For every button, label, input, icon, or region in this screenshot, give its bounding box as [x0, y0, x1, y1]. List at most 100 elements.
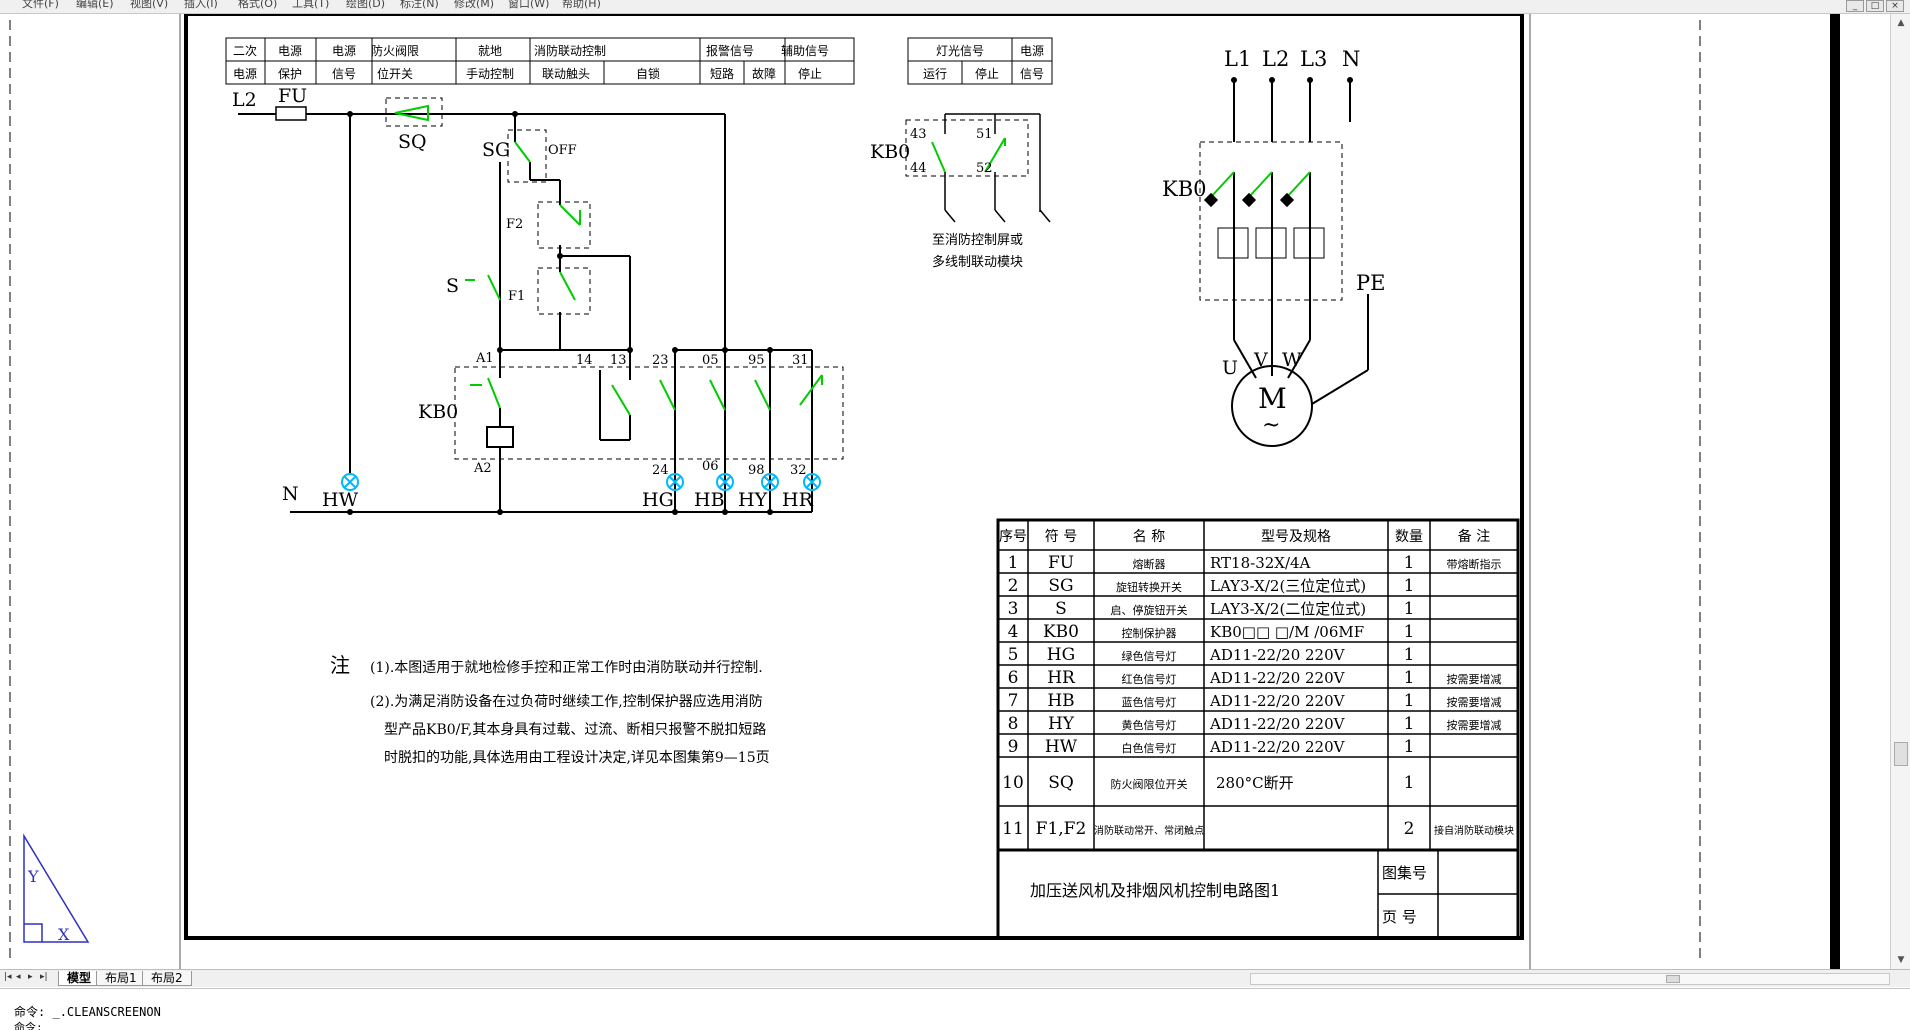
bom-cell-no: 6: [1008, 668, 1019, 688]
table-row: 5 HG 绿色信号灯 AD11-22/20 220V 1: [1008, 645, 1415, 665]
term-51: 51: [976, 127, 993, 142]
main-circuit: [1217, 80, 1369, 447]
bom-cell-qty: 1: [1404, 553, 1415, 573]
tab-model[interactable]: 模型: [58, 971, 101, 986]
term-43: 43: [910, 127, 927, 142]
command-input-prompt: 命令:: [14, 1021, 43, 1030]
menu-window[interactable]: 窗口(W): [508, 0, 550, 10]
term-23: 23: [652, 353, 669, 368]
bom-cell-symbol: HG: [1047, 645, 1075, 665]
horizontal-scrollbar[interactable]: [1250, 973, 1890, 985]
command-input-line[interactable]: 命令:: [14, 1019, 43, 1030]
menu-modify[interactable]: 修改(M): [454, 0, 495, 10]
label-sg: SG: [482, 139, 510, 161]
tab-layout2[interactable]: 布局2: [142, 971, 192, 986]
bom-cell-qty: 1: [1404, 668, 1415, 688]
header-table-2: [907, 37, 1053, 85]
menu-tools[interactable]: 工具(T): [292, 0, 330, 10]
page-number-label: 页 号: [1382, 908, 1417, 926]
bom-cell-name: 蓝色信号灯: [1122, 695, 1177, 709]
bom-cell-symbol: SG: [1048, 576, 1073, 596]
bom-cell-qty: 1: [1404, 645, 1415, 665]
bom-rows: 1 FU 熔断器 RT18-32X/4A 1 带熔断指示 2 SG 旋钮转换开关…: [1002, 553, 1514, 839]
control-circuit: [238, 106, 813, 513]
first-tab-icon[interactable]: |◂: [4, 972, 12, 982]
bom-cell-qty: 1: [1404, 691, 1415, 711]
ucs-y-label: Y: [27, 867, 39, 886]
ht2-r2-c3: 信号: [1020, 67, 1044, 81]
vertical-scroll-thumb[interactable]: [1894, 742, 1908, 766]
bom-cell-spec: AD11-22/20 220V: [1209, 738, 1346, 756]
label-l2-main: L2: [1262, 47, 1289, 71]
next-tab-icon[interactable]: ▸: [28, 972, 33, 982]
bom-cell-note: 按需要增减: [1447, 718, 1502, 732]
last-tab-icon[interactable]: ▸|: [40, 972, 48, 982]
ht1-r1-c5: 就地: [478, 44, 502, 58]
bom-cell-spec: KB0□□ □/M /06MF: [1210, 623, 1364, 641]
tab-layout1[interactable]: 布局1: [96, 971, 146, 986]
label-w: W: [1282, 349, 1302, 371]
ht1-r1-c2: 电源: [278, 44, 302, 58]
aux-note-1: 至消防控制屏或: [932, 232, 1023, 248]
bom-cell-qty: 2: [1404, 819, 1415, 839]
motor-label: M: [1258, 382, 1287, 415]
label-l1: L1: [1224, 47, 1251, 71]
bom-cell-qty: 1: [1404, 599, 1415, 619]
menu-file[interactable]: 文件(F): [22, 0, 59, 10]
scroll-up-icon[interactable]: ▲: [1897, 18, 1905, 28]
drawing-canvas[interactable]: 二次 电源 电源 防火阀限 就地 消防联动控制 报警信号 辅助信号 电源 保护 …: [0, 14, 1890, 969]
ht1-r2-c8: 短路: [710, 66, 734, 81]
control-dashed-boxes: [385, 97, 844, 460]
menu-help[interactable]: 帮助(H): [562, 0, 601, 10]
term-13: 13: [610, 353, 627, 368]
menu-dimension[interactable]: 标注(N): [400, 0, 439, 10]
bom-cell-name: 旋钮转换开关: [1116, 580, 1182, 594]
table-row: 10 SQ 防火阀限位开关 280°C断开 1: [1002, 773, 1414, 793]
bom-header-qty: 数量: [1395, 529, 1423, 545]
ht1-r1-c8: 辅助信号: [781, 44, 829, 58]
term-14: 14: [576, 353, 593, 368]
bom-cell-name: 消防联动常开、常闭触点: [1094, 824, 1204, 837]
label-u: U: [1222, 357, 1238, 379]
bom-cell-symbol: FU: [1048, 553, 1074, 573]
minimize-button[interactable]: _: [1846, 0, 1864, 12]
term-24: 24: [652, 463, 669, 478]
scroll-down-icon[interactable]: ▼: [1897, 955, 1905, 965]
bom-cell-symbol: S: [1055, 599, 1067, 619]
label-a2: A2: [473, 461, 492, 476]
vertical-scrollbar[interactable]: ▲ ▼: [1890, 14, 1910, 969]
ht1-r2-c2: 保护: [278, 67, 302, 81]
bom-cell-no: 5: [1008, 645, 1019, 665]
note-line-1: (1).本图适用于就地检修手控和正常工作时由消防联动并行控制.: [370, 660, 763, 676]
aux-note-2: 多线制联动模块: [932, 254, 1023, 270]
close-button[interactable]: ×: [1886, 0, 1904, 12]
bom-cell-symbol: HY: [1048, 714, 1075, 734]
bom-cell-no: 4: [1008, 622, 1019, 642]
prev-tab-icon[interactable]: ◂: [16, 972, 21, 982]
command-area[interactable]: 命令: _.CLEANSCREENON 命令:: [0, 988, 1910, 1030]
table-row: 1 FU 熔断器 RT18-32X/4A 1 带熔断指示: [1008, 553, 1502, 573]
bom-cell-name: 绿色信号灯: [1122, 649, 1177, 663]
note-line-3: 型产品KB0/F,其本身具有过载、过流、断相只报警不脱扣短路: [384, 722, 766, 738]
bom-header-spec: 型号及规格: [1261, 529, 1331, 545]
bom-cell-qty: 1: [1404, 576, 1415, 596]
bom-cell-note: 按需要增减: [1447, 695, 1502, 709]
menu-view[interactable]: 视图(V): [130, 0, 169, 10]
menu-edit[interactable]: 编辑(E): [76, 0, 114, 10]
bom-cell-spec: RT18-32X/4A: [1210, 554, 1311, 572]
bom-cell-spec: AD11-22/20 220V: [1209, 715, 1346, 733]
term-06: 06: [702, 459, 719, 474]
label-f1: F1: [508, 289, 525, 304]
menu-draw[interactable]: 绘图(D): [346, 0, 386, 10]
menu-insert[interactable]: 插入(I): [184, 0, 218, 10]
menu-format[interactable]: 格式(O): [238, 0, 278, 10]
bom-cell-symbol: HB: [1047, 691, 1074, 711]
main-pole-markers: [1203, 77, 1353, 208]
bom-cell-no: 9: [1008, 737, 1019, 757]
restore-button[interactable]: □: [1866, 0, 1884, 12]
label-hb: HB: [694, 489, 725, 511]
term-44: 44: [910, 161, 927, 176]
ht1-r1-c3: 电源: [332, 44, 356, 58]
bom-cell-spec: LAY3-X/2(三位定位式): [1210, 577, 1366, 595]
horizontal-scroll-thumb[interactable]: [1666, 975, 1680, 983]
